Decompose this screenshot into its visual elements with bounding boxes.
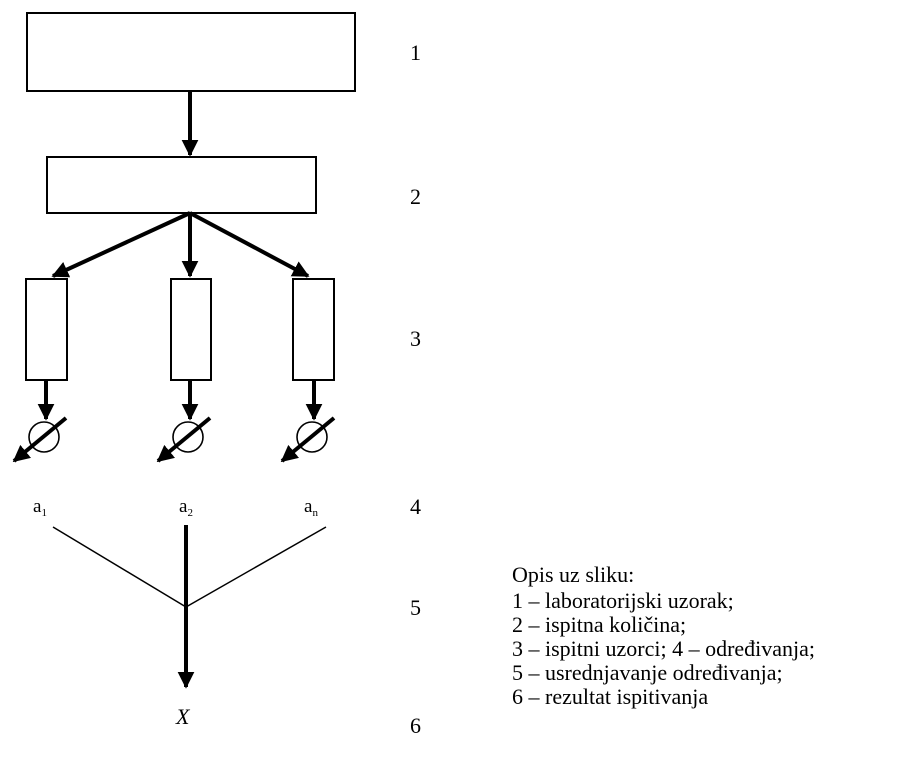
determination-label-3: an <box>304 496 318 519</box>
stage-number-3: 3 <box>410 326 421 351</box>
figure-legend: Opis uz sliku: 1 – laboratorijski uzorak… <box>512 563 815 709</box>
legend-item-3: 3 – ispitni uzorci; 4 – određivanja; <box>512 636 816 661</box>
stage-number-2: 2 <box>410 184 421 209</box>
test-portion-box <box>46 156 317 214</box>
legend-item-1: 1 – laboratorijski uzorak; <box>512 588 734 613</box>
legend-item-2: 2 – ispitna količina; <box>512 612 687 637</box>
arrow-to-test-specimen-3 <box>189 211 310 278</box>
averaging-line-right <box>185 526 327 608</box>
arrow-to-test-specimen-1 <box>51 211 191 278</box>
laboratory-sample-box <box>26 12 356 92</box>
test-specimen-box-1 <box>25 278 68 381</box>
measuring-instrument-icon-2 <box>156 416 212 463</box>
legend-title: Opis uz sliku: <box>512 562 635 587</box>
stage-number-5: 5 <box>410 595 421 620</box>
test-specimen-box-3 <box>292 278 335 381</box>
averaging-line-left <box>52 526 187 608</box>
stage-number-1: 1 <box>410 40 421 65</box>
measuring-instrument-icon-3 <box>280 416 336 463</box>
stage-number-6: 6 <box>410 713 421 738</box>
legend-item-4: 5 – usrednjavanje određivanja; <box>512 660 783 685</box>
stage-number-4: 4 <box>410 494 421 519</box>
measuring-instrument-icon-1 <box>12 416 68 463</box>
determination-label-2: a2 <box>179 496 193 519</box>
legend-item-5: 6 – rezultat ispitivanja <box>512 684 709 709</box>
result-symbol: X <box>175 704 191 729</box>
test-specimen-box-2 <box>170 278 212 381</box>
determination-label-1: a1 <box>33 496 47 519</box>
